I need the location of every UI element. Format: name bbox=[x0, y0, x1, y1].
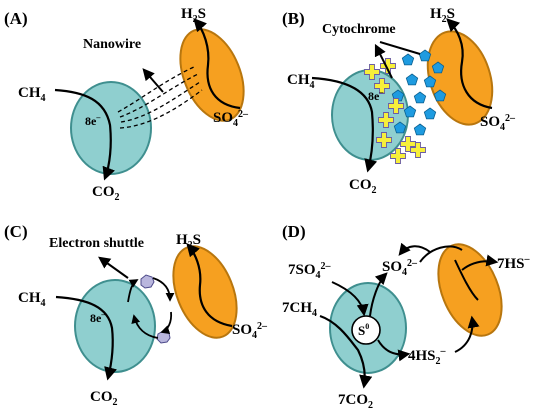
cytochrome-cross-icon bbox=[388, 98, 404, 114]
ch4-label: CH4 bbox=[287, 72, 315, 91]
cytochrome-cross-icon bbox=[364, 64, 380, 80]
sulfate-uptake-arrow bbox=[419, 245, 463, 263]
panel-d: (D) 7SO42– 7CH4 SO42– 7HS– 4HS2– S0 7CO2 bbox=[282, 222, 531, 411]
co2-label: CO2 bbox=[92, 184, 120, 203]
so4-input-label: 7SO42– bbox=[288, 261, 332, 281]
so4-label: SO42– bbox=[232, 321, 268, 341]
cytochrome-cross-icon bbox=[374, 78, 390, 94]
panel-b-label: (B) bbox=[282, 9, 305, 28]
h2s-label: H2S bbox=[181, 6, 206, 25]
polysulfide-label: 4HS2– bbox=[408, 346, 447, 367]
cytochrome-pentagon-icon bbox=[393, 121, 407, 134]
ch4-label: 7CH4 bbox=[282, 300, 317, 319]
cytochrome-cluster bbox=[364, 49, 447, 164]
hs-output-arrow bbox=[461, 254, 499, 271]
polysulfide-to-bacteria-arrow bbox=[454, 315, 480, 353]
nanowire-line-icon bbox=[117, 65, 203, 129]
methane-oxidation-arrow bbox=[55, 295, 117, 381]
shuttle-return-arrow bbox=[131, 314, 159, 339]
co2-label: CO2 bbox=[349, 177, 377, 196]
so4-label: SO42– bbox=[213, 109, 249, 129]
cytochrome-pentagon-icon bbox=[433, 89, 447, 102]
ch4-label: CH4 bbox=[18, 290, 46, 309]
cytochrome-cross-icon bbox=[390, 148, 406, 164]
cytochrome-pentagon-icon bbox=[403, 105, 417, 118]
panel-c-label: (C) bbox=[4, 222, 28, 241]
co2-label: 7CO2 bbox=[338, 392, 373, 411]
cytochrome-pentagon-icon bbox=[401, 53, 415, 66]
cytochrome-pentagon-icon bbox=[413, 123, 427, 136]
electron-transfer-arrow bbox=[98, 256, 129, 279]
so4-label: SO42– bbox=[480, 113, 516, 133]
cytochrome-cross-icon bbox=[378, 112, 394, 128]
electron-label: 8e– bbox=[85, 113, 101, 128]
cytochrome-pentagon-icon bbox=[423, 107, 437, 120]
panel-c: (C) Electron shuttle CH4 8e– CO2 H2S SO4… bbox=[4, 222, 268, 408]
shuttle-reduction-arrow bbox=[127, 279, 139, 303]
sulfate-reduction-arrow bbox=[186, 243, 233, 328]
cytochrome-pentagon-icon bbox=[413, 91, 427, 104]
hs-label: 7HS– bbox=[497, 254, 531, 272]
ch4-label: CH4 bbox=[18, 85, 46, 104]
shuttle-oxidation-arrow bbox=[160, 311, 173, 334]
methane-oxidation-arrow bbox=[54, 88, 115, 181]
electron-label: 8e– bbox=[90, 310, 106, 325]
sulfur-label: S0 bbox=[358, 322, 369, 338]
cytochrome-pentagon-icon bbox=[418, 49, 432, 62]
panel-a-label: (A) bbox=[4, 9, 28, 28]
cytochrome-pentagon-icon bbox=[423, 75, 437, 88]
electron-transfer-arrow bbox=[374, 43, 393, 79]
cytochrome-pointer bbox=[379, 41, 421, 55]
co2-label: CO2 bbox=[90, 389, 118, 408]
h2s-label: H2S bbox=[430, 6, 455, 25]
cytochrome-label: Cytochrome bbox=[322, 22, 396, 37]
sulfur-to-polysulfide-arrow bbox=[377, 339, 411, 362]
electron-shuttle-label: Electron shuttle bbox=[49, 236, 144, 251]
sulfate-reduction-arrow bbox=[446, 18, 493, 110]
h2s-label: H2S bbox=[176, 232, 201, 251]
sulfate-reduction-arrow bbox=[193, 18, 241, 110]
sulfate-to-sulfur-arrow bbox=[331, 281, 369, 317]
electron-label: 8e– bbox=[368, 88, 384, 103]
cytochrome-pentagon-icon bbox=[431, 61, 445, 74]
cytochrome-cross-icon bbox=[410, 142, 426, 158]
sulfur-to-sulfate-arrow bbox=[369, 272, 388, 317]
cytochrome-cross-icon bbox=[376, 132, 392, 148]
nanowire-label: Nanowire bbox=[83, 37, 141, 52]
disproportionation-path bbox=[454, 259, 479, 301]
shuttle-transfer-arrow bbox=[152, 277, 175, 302]
sulfate-recycle-arrow bbox=[398, 242, 431, 256]
panel-d-label: (D) bbox=[282, 222, 306, 241]
methane-oxidation-arrow bbox=[311, 76, 378, 173]
electron-shuttle-icon bbox=[140, 274, 171, 344]
panel-b: (B) Cytochrome CH4 8e– CO2 H2S SO42– bbox=[282, 6, 516, 196]
archaea-cell bbox=[74, 279, 156, 373]
methane-oxidation-arrow bbox=[319, 314, 373, 389]
panel-a: (A) Nanowire CH4 8e– CO2 H2S SO42– bbox=[4, 6, 249, 203]
electron-transfer-arrow bbox=[142, 68, 164, 93]
cytochrome-pentagon-icon bbox=[405, 73, 419, 86]
so4-mid-label: SO42– bbox=[382, 258, 418, 278]
